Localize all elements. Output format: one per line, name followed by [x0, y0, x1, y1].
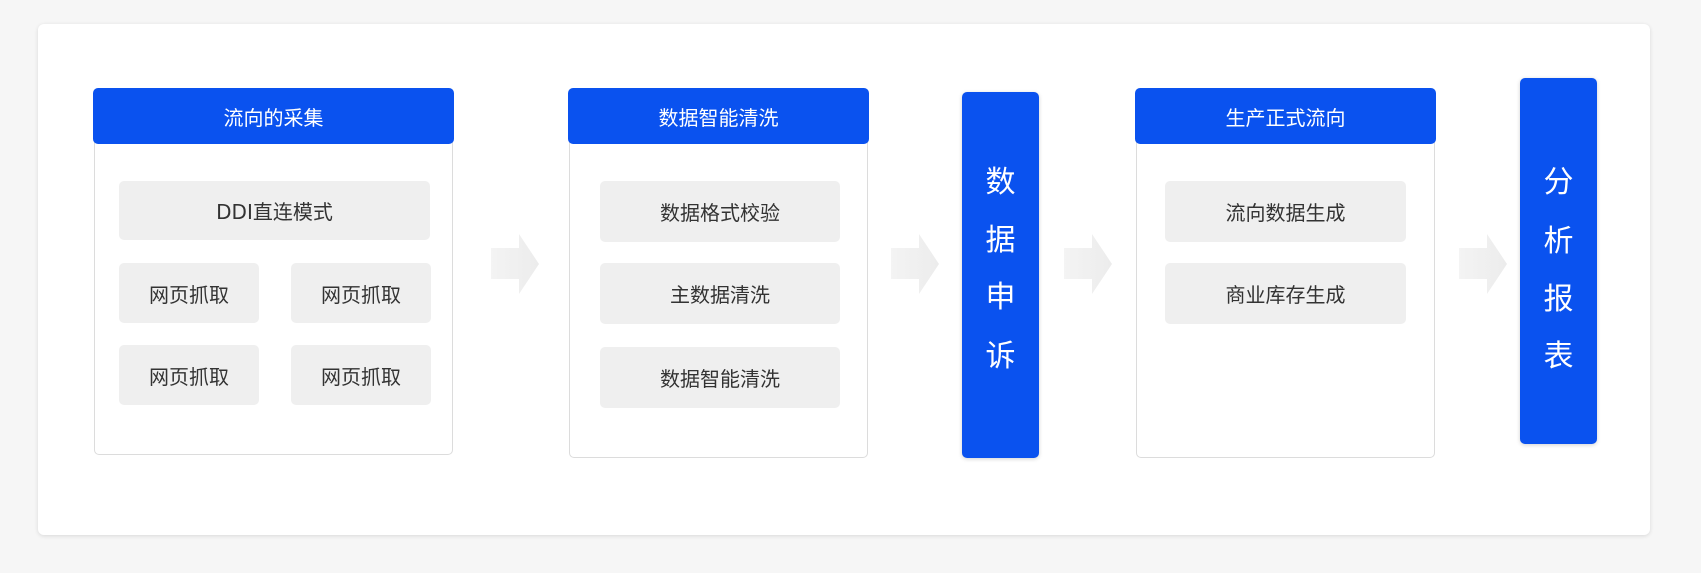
web-scrape-item: 网页抓取	[291, 263, 431, 323]
web-scrape-item: 网页抓取	[119, 263, 259, 323]
stage-collection-panel: 流向的采集 DDI直连模式 网页抓取 网页抓取 网页抓取 网页抓取	[93, 88, 454, 455]
stage-report-char: 表	[1543, 339, 1574, 374]
flow-data-gen-item: 流向数据生成	[1165, 181, 1406, 242]
stage-appeal-char: 据	[985, 223, 1016, 258]
stage-production-panel: 生产正式流向 流向数据生成 商业库存生成	[1135, 88, 1436, 458]
stage-cleaning-header: 数据智能清洗	[568, 88, 869, 144]
arrow-right-icon	[491, 234, 539, 294]
stage-report-char: 分	[1543, 165, 1574, 200]
format-check-item: 数据格式校验	[600, 181, 840, 242]
stage-production-header: 生产正式流向	[1135, 88, 1436, 144]
arrow-right-icon	[1064, 234, 1112, 294]
stage-appeal-char: 诉	[985, 339, 1016, 374]
stage-collection-header: 流向的采集	[93, 88, 454, 144]
stage-appeal-box: 数 据 申 诉	[962, 92, 1039, 458]
web-scrape-item: 网页抓取	[119, 345, 259, 405]
master-data-clean-item: 主数据清洗	[600, 263, 840, 324]
stage-report-char: 析	[1543, 224, 1574, 259]
stage-report-box: 分 析 报 表	[1520, 78, 1597, 444]
arrow-right-icon	[891, 234, 939, 294]
inventory-gen-item: 商业库存生成	[1165, 263, 1406, 324]
arrow-right-icon	[1459, 234, 1507, 294]
stage-cleaning-panel: 数据智能清洗 数据格式校验 主数据清洗 数据智能清洗	[568, 88, 869, 458]
ddi-direct-mode-item: DDI直连模式	[119, 181, 430, 240]
stage-report-char: 报	[1543, 282, 1574, 317]
web-scrape-item: 网页抓取	[291, 345, 431, 405]
stage-appeal-char: 数	[985, 165, 1016, 200]
stage-appeal-char: 申	[985, 280, 1016, 315]
smart-clean-item: 数据智能清洗	[600, 347, 840, 408]
